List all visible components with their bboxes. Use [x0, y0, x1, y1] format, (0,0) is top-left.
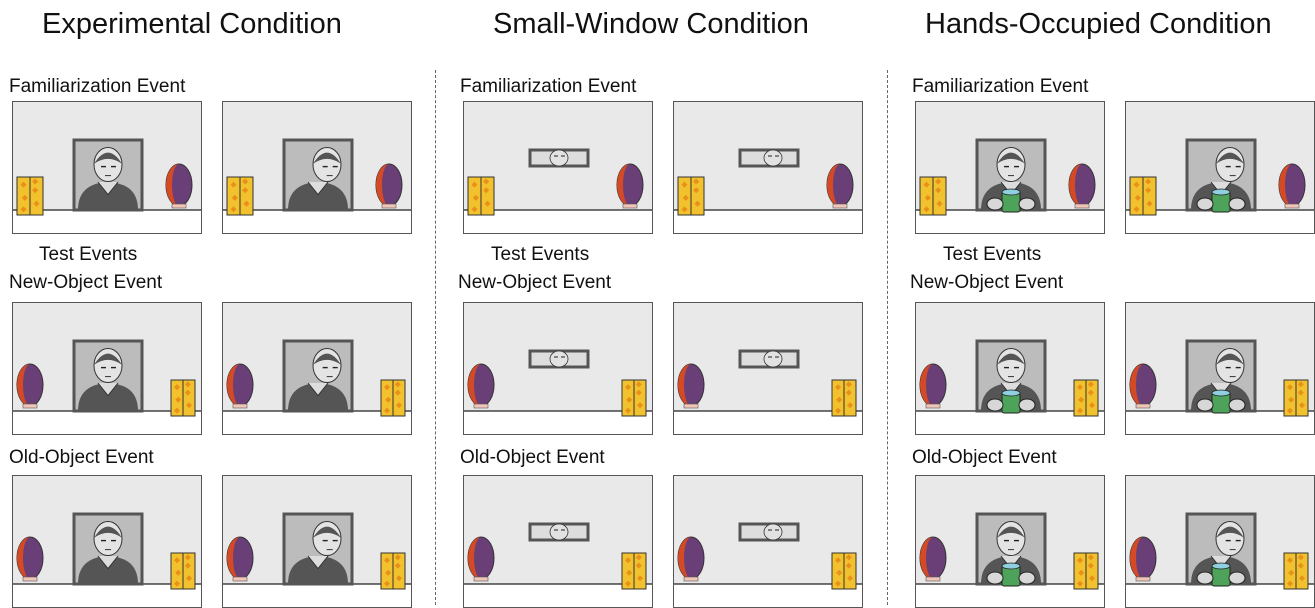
label-old-object: Old-Object Event — [9, 447, 154, 468]
label-test-events: Test Events — [491, 244, 590, 265]
actor — [78, 521, 138, 584]
panel-c3-old-object-2 — [1125, 475, 1315, 608]
mug-and-hands — [1196, 188, 1246, 213]
label-test-events: Test Events — [39, 244, 138, 265]
title-experimental: Experimental Condition — [42, 8, 342, 40]
label-familiarization: Familiarization Event — [460, 76, 637, 97]
folding-screen — [467, 176, 495, 216]
egg-object — [467, 536, 495, 582]
egg-object — [375, 163, 403, 209]
folding-screen — [1283, 379, 1309, 417]
label-familiarization: Familiarization Event — [9, 76, 186, 97]
mug-and-hands — [986, 188, 1036, 213]
title-hands-occupied: Hands-Occupied Condition — [925, 8, 1272, 40]
egg-object — [1068, 163, 1096, 209]
mug-and-hands — [1196, 562, 1246, 587]
egg-object — [1129, 363, 1157, 409]
folding-screen — [621, 552, 647, 590]
folding-screen — [677, 176, 705, 216]
folding-screen — [1129, 176, 1157, 216]
actor — [288, 348, 348, 411]
label-old-object: Old-Object Event — [912, 447, 1057, 468]
folding-screen — [170, 379, 196, 417]
actor — [549, 350, 569, 368]
egg-object — [165, 163, 193, 209]
folding-screen — [380, 379, 406, 417]
panel-c3-familiarization-1 — [915, 101, 1105, 234]
folding-screen — [170, 552, 196, 590]
actor — [763, 523, 783, 541]
folding-screen — [226, 176, 254, 216]
panel-c1-old-object-1 — [12, 475, 202, 608]
actor — [763, 149, 783, 167]
actor — [78, 348, 138, 411]
actor — [549, 523, 569, 541]
panel-c3-familiarization-2 — [1125, 101, 1315, 234]
panel-c1-familiarization-2 — [222, 101, 412, 234]
egg-object — [16, 363, 44, 409]
egg-object — [1129, 536, 1157, 582]
label-new-object: New-Object Event — [9, 272, 163, 293]
folding-screen — [380, 552, 406, 590]
label-familiarization: Familiarization Event — [912, 76, 1089, 97]
egg-object — [16, 536, 44, 582]
actor — [549, 149, 569, 167]
egg-object — [919, 536, 947, 582]
mug-and-hands — [986, 562, 1036, 587]
folding-screen — [16, 176, 44, 216]
egg-object — [919, 363, 947, 409]
panel-c2-new-object-2 — [673, 302, 863, 435]
panel-c1-new-object-2 — [222, 302, 412, 435]
egg-object — [1278, 163, 1306, 209]
egg-object — [226, 536, 254, 582]
label-new-object: New-Object Event — [910, 272, 1064, 293]
label-old-object: Old-Object Event — [460, 447, 605, 468]
egg-object — [616, 163, 644, 209]
panel-c1-familiarization-1 — [12, 101, 202, 234]
panel-c2-familiarization-1 — [463, 101, 653, 234]
panel-c3-new-object-1 — [915, 302, 1105, 435]
egg-object — [226, 363, 254, 409]
actor — [78, 147, 138, 210]
panel-c3-new-object-2 — [1125, 302, 1315, 435]
actor — [288, 521, 348, 584]
panel-c2-familiarization-2 — [673, 101, 863, 234]
folding-screen — [1073, 379, 1099, 417]
panel-c2-old-object-2 — [673, 475, 863, 608]
egg-object — [826, 163, 854, 209]
folding-screen — [831, 379, 857, 417]
egg-object — [467, 363, 495, 409]
actor — [288, 147, 348, 210]
folding-screen — [1073, 552, 1099, 590]
title-small-window: Small-Window Condition — [493, 8, 809, 40]
egg-object — [677, 536, 705, 582]
mug-and-hands — [1196, 389, 1246, 414]
panel-c1-old-object-2 — [222, 475, 412, 608]
folding-screen — [831, 552, 857, 590]
label-new-object: New-Object Event — [458, 272, 612, 293]
panel-c2-new-object-1 — [463, 302, 653, 435]
mug-and-hands — [986, 389, 1036, 414]
label-test-events: Test Events — [943, 244, 1042, 265]
folding-screen — [621, 379, 647, 417]
folding-screen — [1283, 552, 1309, 590]
panel-c1-new-object-1 — [12, 302, 202, 435]
actor — [763, 350, 783, 368]
panel-c2-old-object-1 — [463, 475, 653, 608]
panel-c3-old-object-1 — [915, 475, 1105, 608]
column-divider-2 — [887, 70, 888, 605]
egg-object — [677, 363, 705, 409]
column-divider-1 — [435, 70, 436, 605]
folding-screen — [919, 176, 947, 216]
